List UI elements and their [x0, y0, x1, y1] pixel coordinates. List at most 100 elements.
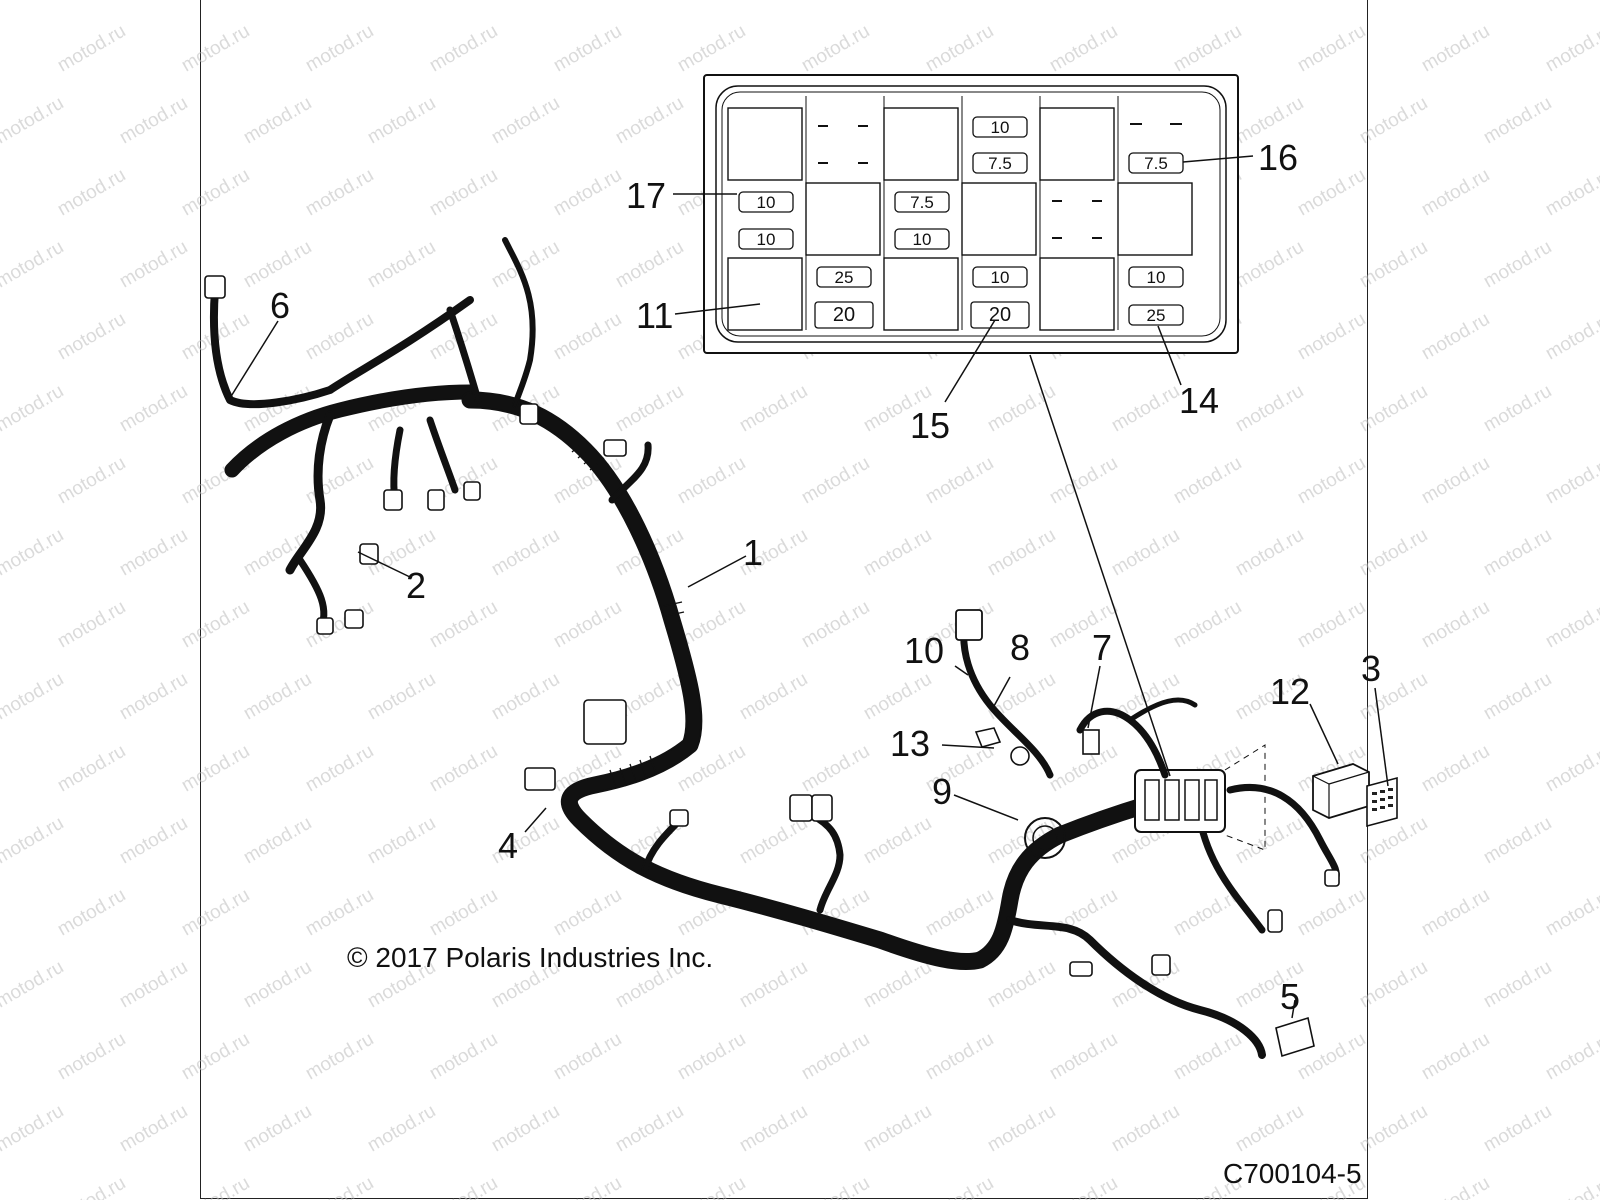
watermark-text: motod.ru [984, 1101, 1059, 1157]
callout-8: 8 [1010, 627, 1030, 668]
watermark-text: motod.ru [116, 0, 191, 4]
watermark-text: motod.ru [1542, 1029, 1600, 1085]
watermark-text: motod.ru [0, 381, 67, 437]
callout-6: 6 [270, 285, 290, 326]
fuse-rating: 10 [757, 193, 776, 212]
watermark-text: motod.ru [488, 669, 563, 725]
watermark-text: motod.ru [1418, 597, 1493, 653]
watermark-text: motod.ru [302, 885, 377, 941]
watermark-text: motod.ru [364, 237, 439, 293]
watermark-text: motod.ru [1480, 957, 1555, 1013]
watermark-text: motod.ru [1356, 381, 1431, 437]
callout-2: 2 [406, 565, 426, 606]
watermark-text: motod.ru [984, 0, 1059, 4]
watermark-text: motod.ru [178, 597, 253, 653]
watermark-text: motod.ru [550, 1029, 625, 1085]
callout-7: 7 [1092, 627, 1112, 668]
fuse-rating: 10 [991, 118, 1010, 137]
watermark-text: motod.ru [426, 741, 501, 797]
watermark-text: motod.ru [922, 453, 997, 509]
watermark-text: motod.ru [1232, 1101, 1307, 1157]
watermark-text: motod.ru [1418, 885, 1493, 941]
watermark-text: motod.ru [54, 741, 129, 797]
watermark-text: motod.ru [1170, 597, 1245, 653]
watermark-text: motod.ru [116, 237, 191, 293]
dashed-guide [1224, 744, 1266, 851]
watermark-text: motod.ru [1356, 0, 1431, 4]
fuse: 25 [1128, 304, 1184, 326]
watermark-text: motod.ru [1294, 21, 1369, 77]
watermark-text: motod.ru [488, 1101, 563, 1157]
watermark-text: motod.ru [1480, 525, 1555, 581]
watermark-text: motod.ru [1542, 309, 1600, 365]
watermark-text: motod.ru [550, 165, 625, 221]
watermark-text: motod.ru [240, 813, 315, 869]
fuse: 10 [972, 266, 1028, 288]
watermark-text: motod.ru [0, 669, 67, 725]
watermark-text: motod.ru [116, 813, 191, 869]
callout-17: 17 [626, 175, 666, 216]
watermark-text: motod.ru [1232, 237, 1307, 293]
watermark-text: motod.ru [1542, 885, 1600, 941]
watermark-text: motod.ru [984, 957, 1059, 1013]
watermark-text: motod.ru [1108, 525, 1183, 581]
watermark-text: motod.ru [0, 525, 67, 581]
callout-labels: 1 2 3 4 5 6 7 8 9 10 11 12 13 14 15 16 1… [270, 137, 1381, 1017]
watermark-text: motod.ru [550, 1173, 625, 1200]
watermark-text: motod.ru [922, 1029, 997, 1085]
watermark-text: motod.ru [364, 0, 439, 4]
diagram-frame [200, 0, 1368, 1199]
watermark-text: motod.ru [54, 309, 129, 365]
fuse: 7.5 [972, 152, 1028, 174]
callout-1: 1 [743, 532, 763, 573]
watermark-text: motod.ru [550, 885, 625, 941]
watermark-text: motod.ru [426, 1029, 501, 1085]
watermark-text: motod.ru [116, 957, 191, 1013]
watermark-text: motod.ru [674, 453, 749, 509]
watermark-text: motod.ru [1108, 0, 1183, 4]
callout-5: 5 [1280, 976, 1300, 1017]
fuse-rating: 7.5 [910, 193, 934, 212]
watermark-text: motod.ru [0, 813, 67, 869]
watermark-text: motod.ru [54, 1029, 129, 1085]
control-module-12 [1312, 763, 1370, 819]
watermark-text: motod.ru [674, 21, 749, 77]
watermark-text: motod.ru [798, 1173, 873, 1200]
watermark-text: motod.ru [1170, 1029, 1245, 1085]
fuse: 25 [816, 266, 872, 288]
drawing-number: C700104-5 [1223, 1158, 1362, 1189]
watermark-text: motod.ru [426, 21, 501, 77]
watermark-text: motod.ru [736, 1101, 811, 1157]
watermark-text: motod.ru [1542, 1173, 1600, 1200]
watermark-text: motod.ru [550, 597, 625, 653]
watermark-text: motod.ru [674, 1029, 749, 1085]
watermark-text: motod.ru [1232, 525, 1307, 581]
watermark-text: motod.ru [860, 0, 935, 4]
watermark-text: motod.ru [736, 669, 811, 725]
watermark-text: motod.ru [736, 957, 811, 1013]
watermark-text: motod.ru [1542, 741, 1600, 797]
watermark-text: motod.ru [1418, 1029, 1493, 1085]
watermark-text: motod.ru [426, 597, 501, 653]
watermark-text: motod.ru [1418, 453, 1493, 509]
watermark-text: motod.ru [1418, 21, 1493, 77]
sub-harness-right [955, 609, 1198, 779]
watermark-text: motod.ru [736, 0, 811, 4]
watermark-text: motod.ru [302, 453, 377, 509]
fuse-rating: 25 [1147, 306, 1166, 325]
leader-lines [229, 155, 1389, 1019]
fuse: 10 [1128, 266, 1184, 288]
watermark-text: motod.ru [1480, 381, 1555, 437]
watermark-text: motod.ru [860, 957, 935, 1013]
fuse-rating: 10 [757, 230, 776, 249]
watermark-text: motod.ru [1294, 165, 1369, 221]
watermark-text: motod.ru [798, 597, 873, 653]
watermark-text: motod.ru [364, 93, 439, 149]
watermark-text: motod.ru [1170, 21, 1245, 77]
fuse-rating: 20 [833, 304, 855, 326]
watermark-text: motod.ru [612, 0, 687, 4]
watermark-text: motod.ru [178, 1173, 253, 1200]
watermark-text: motod.ru [302, 741, 377, 797]
watermark-text: motod.ru [1356, 525, 1431, 581]
